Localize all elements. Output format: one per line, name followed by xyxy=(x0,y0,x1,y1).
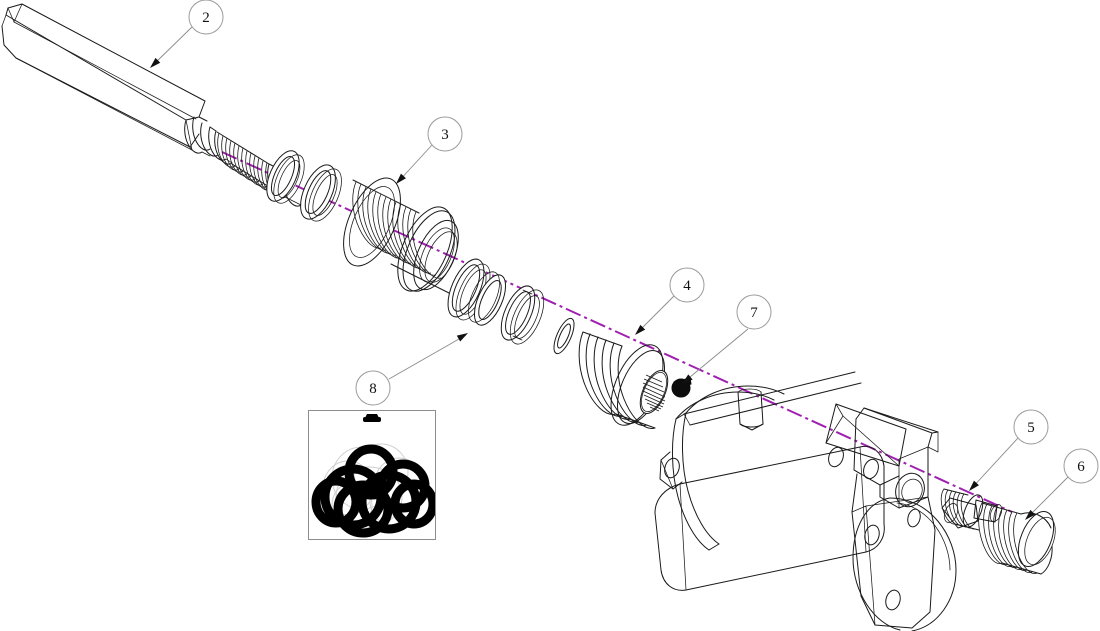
leader-arrowhead-4 xyxy=(635,324,646,335)
part-piston xyxy=(578,331,669,429)
callout-circle-8[interactable] xyxy=(355,370,391,406)
leader-arrowhead-2 xyxy=(150,57,161,68)
callout-bubble-5[interactable]: 5 xyxy=(969,409,1049,491)
ring-oring-small xyxy=(553,317,575,355)
leader-arrowhead-8 xyxy=(456,333,468,342)
callout-circle-3[interactable] xyxy=(427,116,463,152)
callout-bubble-4[interactable]: 4 xyxy=(635,267,705,335)
leader-arrowhead-6 xyxy=(1025,509,1036,520)
seal-ring-stack xyxy=(266,150,575,355)
seal-kit-tab xyxy=(363,414,381,422)
callout-circle-2[interactable] xyxy=(188,0,224,35)
callout-bubble-7[interactable]: 7 xyxy=(682,294,772,384)
callout-circle-4[interactable] xyxy=(669,267,705,303)
leader-line-6 xyxy=(1026,476,1069,519)
callout-circle-7[interactable] xyxy=(736,294,772,330)
callout-bubble-2[interactable]: 2 xyxy=(150,0,224,68)
ring-rod-wiper xyxy=(266,150,305,204)
callout-bubble-8[interactable]: 8 xyxy=(355,333,468,406)
ring-piston-seal xyxy=(468,271,507,326)
leader-line-4 xyxy=(636,295,675,334)
callout-circle-6[interactable] xyxy=(1063,448,1099,484)
leader-line-5 xyxy=(970,437,1019,490)
plug-thread xyxy=(978,502,1038,574)
leader-line-8 xyxy=(388,334,467,380)
part-threaded-plug xyxy=(941,497,1056,575)
leader-line-2 xyxy=(151,26,193,67)
part-cylinder-body xyxy=(654,371,957,631)
callout-bubble-3[interactable]: 3 xyxy=(396,116,463,184)
leader-line-3 xyxy=(397,144,433,183)
part-cylinder-rod xyxy=(1,3,302,207)
callout-layer: 2 3 4 56 7 8 xyxy=(150,0,1099,520)
ring-wear-band xyxy=(500,285,545,345)
leader-arrowhead-5 xyxy=(969,480,979,491)
leader-line-7 xyxy=(683,328,749,383)
ring-rod-seal xyxy=(300,164,342,222)
callout-bubble-6[interactable]: 6 xyxy=(1025,448,1099,520)
seal-kit-orings xyxy=(311,444,435,538)
part-seal-kit xyxy=(308,410,436,540)
part-threaded-port-fitting xyxy=(940,488,1003,531)
leader-arrowhead-7 xyxy=(682,374,693,384)
callout-circle-5[interactable] xyxy=(1013,409,1049,445)
part-gland-bearing-cap xyxy=(343,177,459,298)
leader-arrowhead-3 xyxy=(396,173,406,184)
piston-bore-thread xyxy=(641,372,667,412)
